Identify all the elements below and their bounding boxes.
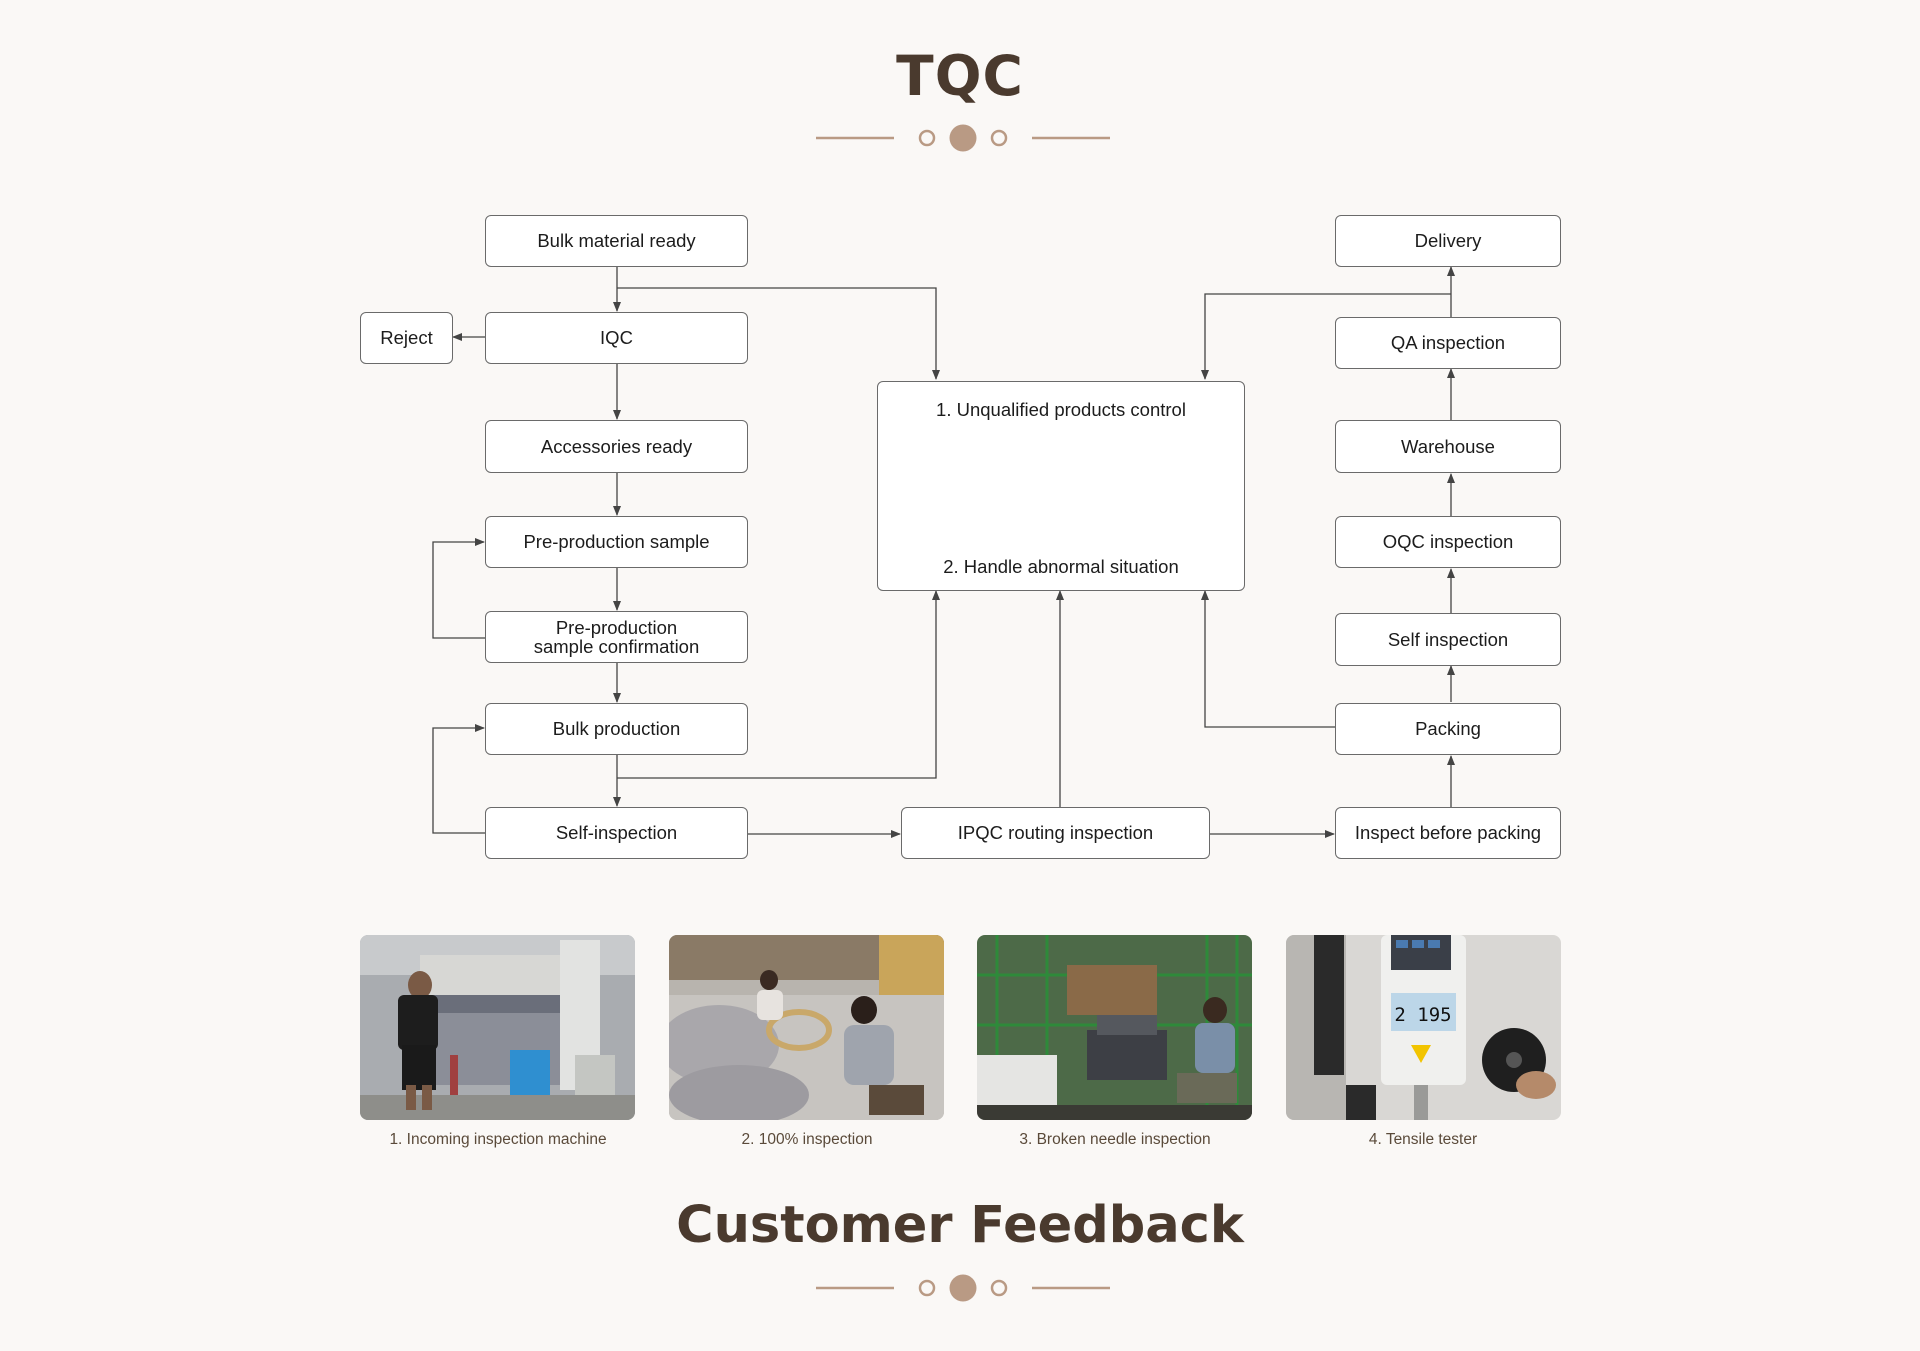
divider-dot-small-left xyxy=(918,129,936,147)
node-label: Pre-production sample xyxy=(523,531,710,553)
node-label: Bulk production xyxy=(552,718,681,740)
arrow-bulk-to-control xyxy=(617,287,940,380)
node-warehouse: Warehouse xyxy=(1335,420,1561,473)
title-divider xyxy=(816,124,1110,152)
page-title: TQC xyxy=(896,44,1024,108)
divider-dot-large xyxy=(949,124,977,152)
node-delivery: Delivery xyxy=(1335,215,1561,267)
divider-dot-small-left xyxy=(918,1279,936,1297)
photo-100-percent-inspection xyxy=(669,935,944,1120)
node-label: QA inspection xyxy=(1390,332,1506,354)
photo-tensile-tester: 2 195 xyxy=(1286,935,1561,1120)
node-bulk-production: Bulk production xyxy=(485,703,748,755)
node-label: OQC inspection xyxy=(1382,531,1514,553)
arrow-bulkproduction-to-control xyxy=(617,590,940,779)
node-label: Packing xyxy=(1415,718,1481,740)
loop-selfinspection-to-bulk xyxy=(432,724,485,834)
node-label: Inspect before packing xyxy=(1354,822,1542,844)
node-oqc-inspection: OQC inspection xyxy=(1335,516,1561,568)
tensile-display-readout: 2 195 xyxy=(1394,1004,1451,1026)
flow-connectors xyxy=(432,266,1455,838)
node-packing: Packing xyxy=(1335,703,1561,755)
node-control: 1. Unqualified products control 2. Handle… xyxy=(877,381,1245,591)
divider-dot-large xyxy=(949,1274,977,1302)
node-label: IPQC routing inspection xyxy=(957,822,1154,844)
node-label: Bulk material ready xyxy=(537,230,696,252)
feedback-divider xyxy=(816,1274,1110,1302)
node-label-line2: 2. Handle abnormal situation xyxy=(943,555,1179,577)
divider-dot-small-right xyxy=(990,129,1008,147)
node-label: IQC xyxy=(600,327,633,349)
photo-incoming-inspection-machine xyxy=(360,935,635,1120)
node-self-inspection-right: Self inspection xyxy=(1335,613,1561,666)
node-label: Self-inspection xyxy=(555,822,678,844)
loop-confirmation-to-sample xyxy=(432,538,485,639)
node-label: Warehouse xyxy=(1401,435,1495,457)
divider-dot-small-right xyxy=(990,1279,1008,1297)
node-iqc: IQC xyxy=(485,312,748,364)
node-self-inspection-left: Self-inspection xyxy=(485,807,748,859)
node-qa-inspection: QA inspection xyxy=(1335,317,1561,369)
node-pre-production-sample: Pre-production sample xyxy=(485,516,748,568)
arrow-qa-to-control xyxy=(1201,293,1451,380)
customer-feedback-title: Customer Feedback xyxy=(676,1196,1244,1255)
node-label: Accessories ready xyxy=(540,435,693,457)
photo-caption: 4. Tensile tester xyxy=(1368,1131,1478,1148)
photo-caption: 1. Incoming inspection machine xyxy=(389,1131,607,1148)
node-bulk-material-ready: Bulk material ready xyxy=(485,215,748,267)
node-label-line1: 1. Unqualified products control xyxy=(936,399,1186,420)
arrow-packing-to-control xyxy=(1201,590,1335,728)
node-ipqc-routing: IPQC routing inspection xyxy=(901,807,1210,859)
node-label: Self inspection xyxy=(1387,628,1509,650)
node-label-line1: Pre-production xyxy=(555,616,678,638)
node-label-line2: sample confirmation xyxy=(533,636,700,657)
node-label: Delivery xyxy=(1414,230,1482,252)
photo-caption: 2. 100% inspection xyxy=(741,1131,873,1148)
photo-broken-needle-inspection xyxy=(977,935,1252,1120)
node-inspect-before-packing: Inspect before packing xyxy=(1335,807,1561,859)
node-label: Reject xyxy=(380,327,433,349)
node-accessories-ready: Accessories ready xyxy=(485,420,748,473)
node-reject: Reject xyxy=(360,312,453,364)
photo-caption: 3. Broken needle inspection xyxy=(1019,1131,1211,1148)
